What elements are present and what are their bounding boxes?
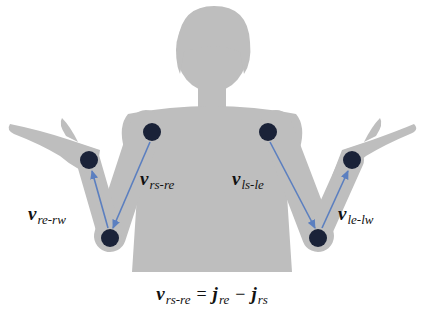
- subscript: rs: [258, 292, 268, 307]
- vector-symbol: j: [213, 283, 218, 304]
- label-group: vrs-re=jre−jrs: [156, 283, 268, 311]
- vector-symbol: j: [251, 283, 256, 304]
- subscript: le-lw: [347, 212, 373, 227]
- joint-dots: [80, 123, 361, 247]
- operator: −: [235, 284, 245, 304]
- vector-symbol: v: [338, 203, 346, 224]
- subscript: rs-re: [149, 177, 174, 192]
- subscript: ls-le: [241, 177, 263, 192]
- subscript: re-rw: [37, 212, 65, 227]
- subscript: rs-re: [166, 292, 191, 307]
- label-group: vre-rw: [28, 203, 66, 231]
- vector-symbol: v: [232, 168, 240, 189]
- label-group: vle-lw: [338, 203, 373, 231]
- vector-arrows: [92, 142, 348, 228]
- vector-symbol: v: [28, 203, 36, 224]
- label-group: vrs-re: [140, 168, 174, 196]
- label-group: vls-le: [232, 168, 264, 196]
- vector-symbol: v: [156, 283, 164, 304]
- operator: =: [196, 284, 206, 304]
- vector-symbol: v: [140, 168, 148, 189]
- subscript: re: [219, 292, 229, 307]
